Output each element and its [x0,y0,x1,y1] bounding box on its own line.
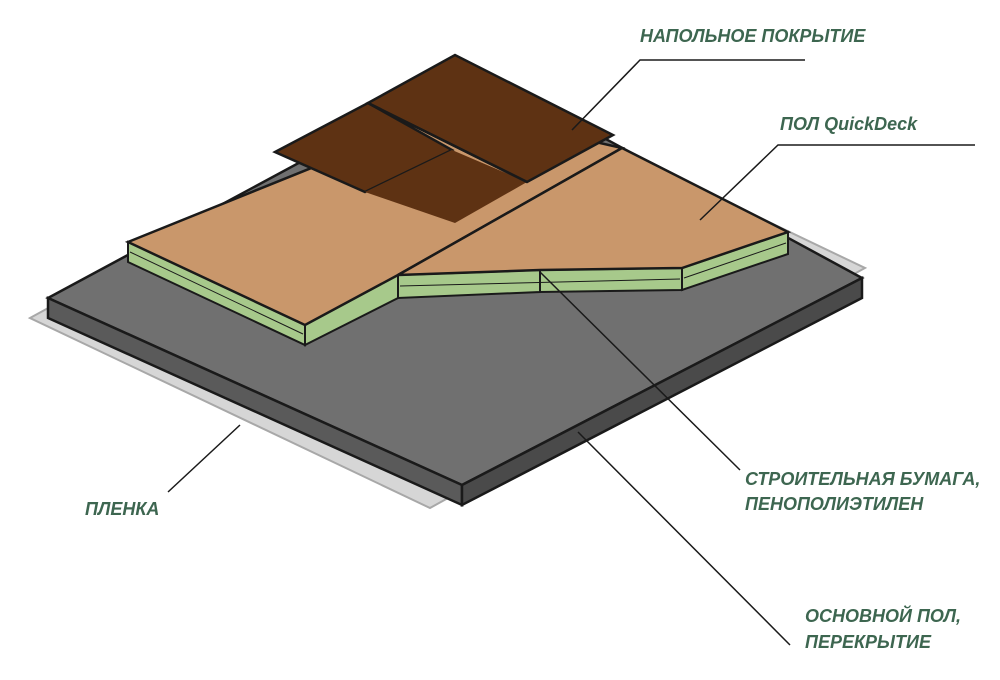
leader-base [577,431,791,646]
leader-quickdeck [699,144,975,221]
label-paper-line2: ПЕНОПОЛИЭТИЛЕН [745,494,924,514]
label-base-line1: ОСНОВНОЙ ПОЛ, [805,605,961,626]
leader-film [167,424,241,493]
label-base-line2: ПЕРЕКРЫТИЕ [805,632,932,652]
leader-flooring [571,59,805,131]
label-quickdeck: ПОЛ QuickDeck [780,114,918,134]
floor-covering-tiles [272,53,616,223]
foam-layer [127,230,789,347]
label-paper-line1: СТРОИТЕЛЬНАЯ БУМАГА, [745,469,980,489]
label-film: ПЛЕНКА [85,499,159,519]
leader-paper [539,271,741,471]
label-flooring: НАПОЛЬНОЕ ПОКРЫТИЕ [640,26,866,46]
leader-lines [167,59,975,646]
